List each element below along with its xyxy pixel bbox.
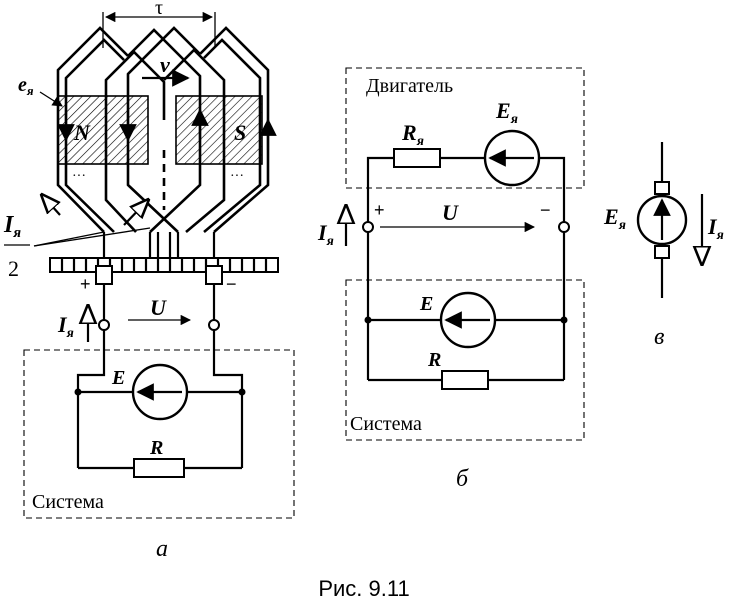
- resistor-r-label-b: R: [427, 349, 441, 371]
- svg-text:···: ···: [230, 169, 244, 184]
- terminal-plus-b: [362, 221, 374, 233]
- current-label-b: Iя: [317, 220, 334, 249]
- tau-label: τ: [155, 0, 163, 19]
- north-pole: [57, 95, 149, 165]
- resistor-rya: [393, 148, 441, 168]
- pole-south-label: S: [234, 120, 246, 145]
- minus-sign-a: −: [226, 274, 237, 294]
- current-label-c: Iя: [707, 214, 724, 243]
- current-label-a: Iя: [57, 312, 74, 341]
- panel-c: Eя Iя в: [603, 142, 724, 350]
- motor-emf-label-c: Eя: [603, 204, 626, 233]
- brush-minus: [205, 265, 223, 285]
- motor-box: [345, 67, 585, 189]
- panel-b: Двигатель Rя Eя + − U Iя E R С: [317, 67, 585, 492]
- plus-sign-a: +: [80, 274, 91, 294]
- terminal-minus-b: [558, 221, 570, 233]
- svg-text:Iя: Iя: [3, 212, 21, 241]
- resistor-rya-label: Rя: [401, 120, 424, 149]
- source-eya-label-b: Eя: [495, 98, 518, 127]
- pole-north-label: N: [73, 120, 91, 145]
- plus-sign-b: +: [374, 200, 385, 220]
- terminal-minus-a: [208, 319, 220, 331]
- south-pole: [175, 95, 263, 165]
- motor-label: Двигатель: [366, 75, 453, 97]
- pole-pitch-dimension: τ: [102, 0, 216, 48]
- source-e-label-a: E: [111, 367, 125, 389]
- panel-c-label: в: [654, 324, 664, 350]
- source-e-label-b: E: [419, 293, 433, 315]
- system-label-a: Система: [32, 491, 104, 513]
- conductor-emf-label: eя: [18, 74, 34, 98]
- panel-a-label: а: [156, 536, 168, 562]
- voltage-label-b: U: [442, 200, 459, 225]
- system-box-b: [345, 279, 585, 441]
- commutator: [49, 257, 279, 285]
- voltage-label-a: U: [150, 295, 167, 320]
- velocity-label: v: [160, 52, 170, 77]
- panel-b-label: б: [456, 466, 469, 492]
- minus-sign-b: −: [540, 200, 551, 220]
- system-box-a: [23, 349, 295, 519]
- svg-text:···: ···: [72, 169, 86, 184]
- resistor-r-a: [133, 458, 185, 478]
- terminal-plus-a: [98, 319, 110, 331]
- armature-winding: ··· ···: [56, 26, 277, 258]
- resistor-r-label-a: R: [149, 437, 163, 459]
- brush-plus: [95, 265, 113, 285]
- system-label-b: Система: [350, 413, 422, 435]
- figure-caption: Рис. 9.11: [318, 576, 409, 601]
- resistor-r-b: [441, 370, 489, 390]
- panel-a: τ ··· ···: [3, 0, 295, 562]
- svg-text:2: 2: [8, 256, 19, 281]
- half-current-label: Iя 2: [3, 195, 150, 281]
